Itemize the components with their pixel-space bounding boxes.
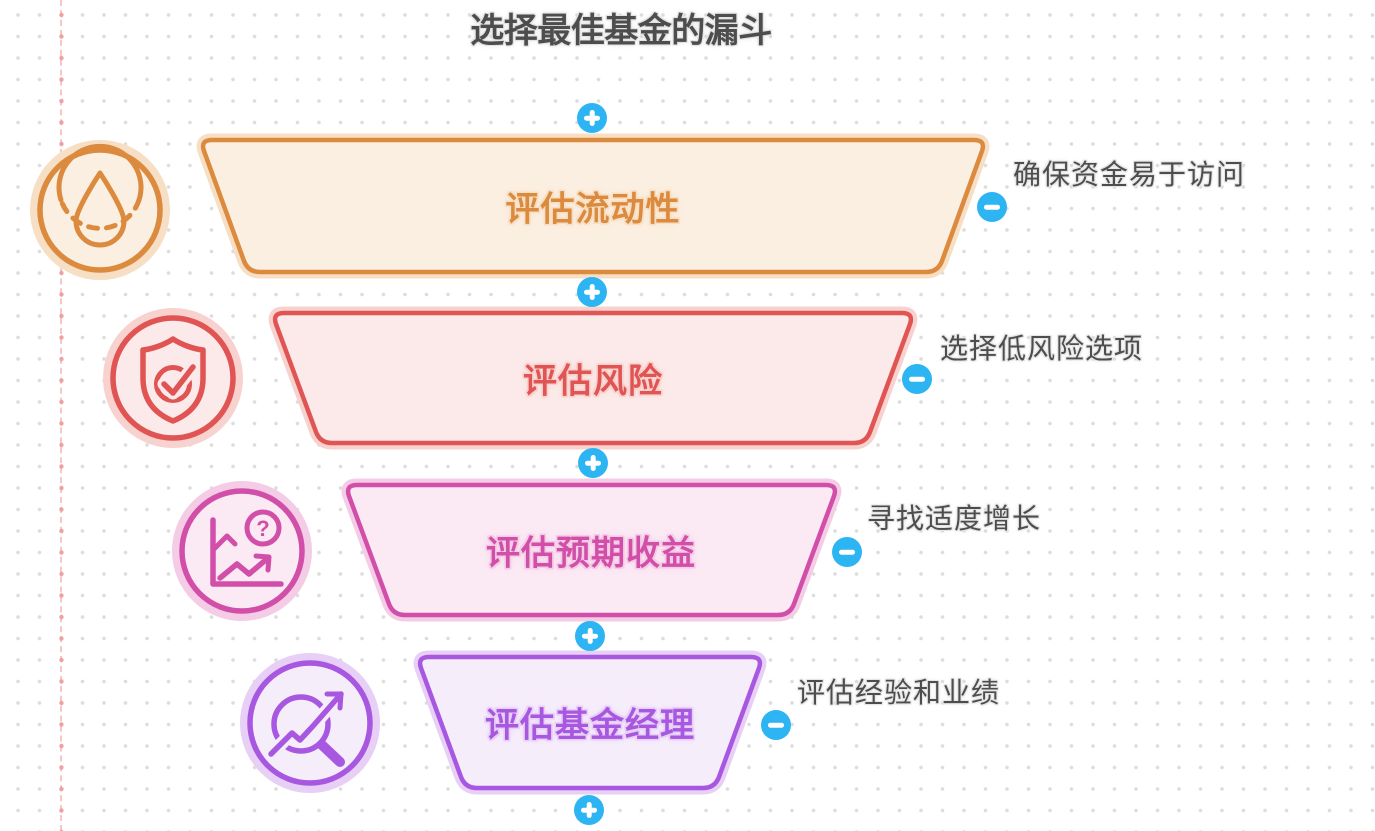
add-stage-button[interactable] xyxy=(577,103,607,133)
trapezoid-shape[interactable] xyxy=(417,654,763,791)
trapezoid-shape[interactable] xyxy=(272,310,914,446)
stage-note-risk: 选择低风险选项 xyxy=(940,333,1144,364)
plus-icon xyxy=(589,284,595,300)
magnifier-trend-icon[interactable] xyxy=(235,648,385,798)
add-stage-button[interactable] xyxy=(575,621,605,651)
trapezoid-shape[interactable] xyxy=(345,482,838,618)
plus-icon xyxy=(590,455,596,471)
add-stage-button[interactable] xyxy=(577,277,607,307)
remove-stage-button[interactable] xyxy=(902,364,932,394)
shield-check-icon[interactable] xyxy=(98,303,248,453)
stage-note-liquidity: 确保资金易于访问 xyxy=(1013,159,1246,190)
chart-question-icon[interactable]: ? xyxy=(167,476,317,626)
question-mark-glyph: ? xyxy=(256,516,269,541)
stage-note-manager: 评估经验和业绩 xyxy=(797,677,1001,708)
vertical-guide-dots xyxy=(56,0,66,831)
vertical-guide-line xyxy=(60,0,62,831)
minus-icon xyxy=(768,722,784,728)
trapezoid-shape[interactable] xyxy=(200,137,986,275)
add-stage-button[interactable] xyxy=(578,448,608,478)
remove-stage-button[interactable] xyxy=(832,537,862,567)
plus-icon xyxy=(587,628,593,644)
plus-icon xyxy=(589,110,595,126)
remove-stage-button[interactable] xyxy=(761,710,791,740)
minus-icon xyxy=(984,204,1000,210)
minus-icon xyxy=(839,549,855,555)
plus-icon xyxy=(586,802,592,818)
page-title: 选择最佳基金的漏斗 xyxy=(470,12,772,50)
remove-stage-button[interactable] xyxy=(977,192,1007,222)
stage-note-returns: 寻找适度增长 xyxy=(867,503,1042,534)
add-stage-button[interactable] xyxy=(574,795,604,825)
droplet-liquidity-icon[interactable] xyxy=(25,135,175,285)
minus-icon xyxy=(909,376,925,382)
